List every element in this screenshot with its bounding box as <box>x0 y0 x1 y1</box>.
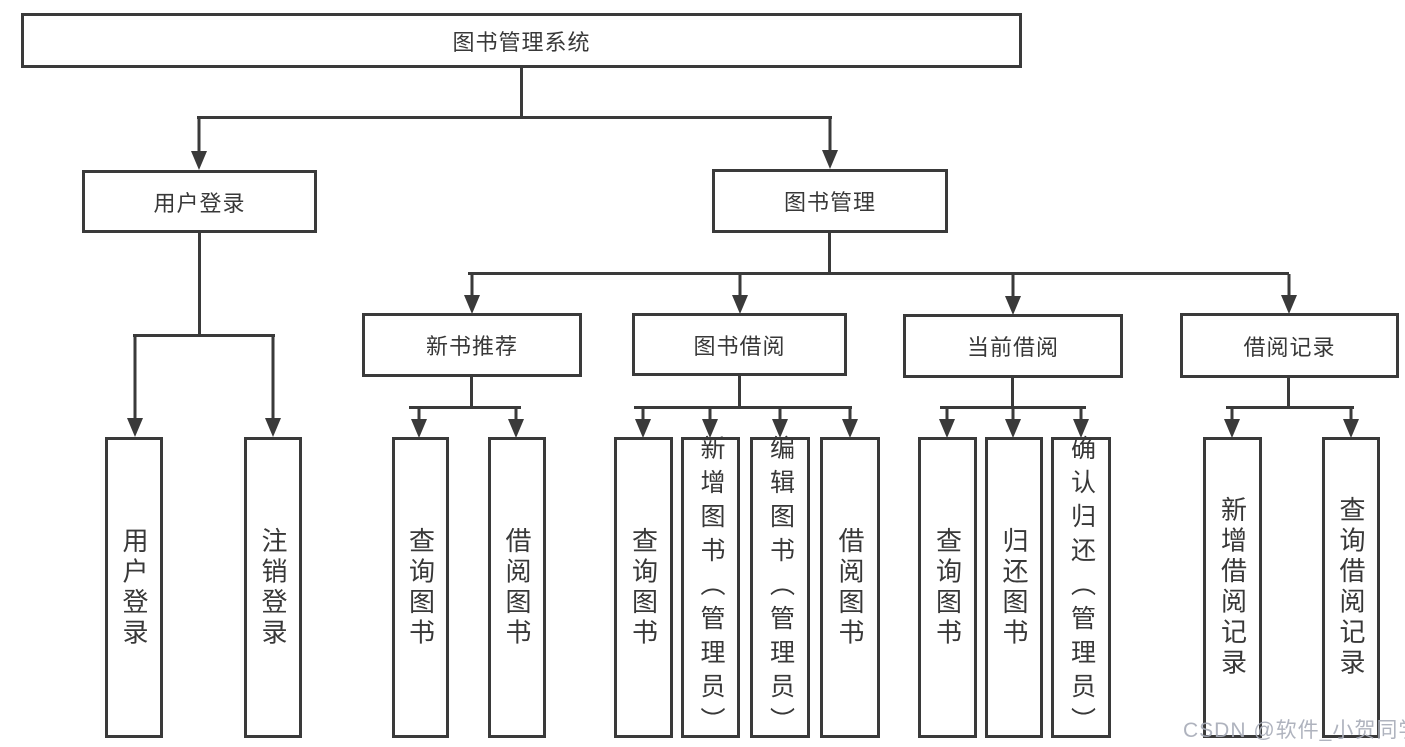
node-borrow-records-label: 借阅记录 <box>1243 334 1336 360</box>
node-book-borrow-label: 图书借阅 <box>693 333 786 359</box>
arrow-to-borrow-records <box>1280 274 1298 314</box>
leaf-user-login-label: 用户登录 <box>119 526 149 649</box>
connector-book-management-stem <box>828 232 831 274</box>
node-library-system-label: 图书管理系统 <box>452 29 591 55</box>
leaf-query-books-current: 查询图书 <box>918 437 977 738</box>
leaf-query-books-borrow: 查询图书 <box>614 437 673 738</box>
connector-user-login-stem <box>198 232 201 336</box>
connector-book-management-hline <box>468 272 1289 275</box>
arrow-to-leaf-query-borrow-record <box>1342 408 1360 438</box>
arrow-to-book-management <box>821 118 839 169</box>
node-user-login: 用户登录 <box>82 170 317 233</box>
leaf-logout-label: 注销登录 <box>258 526 288 649</box>
leaf-query-borrow-record-label: 查询借阅记录 <box>1336 496 1366 679</box>
connector-new-book-recommend-stem <box>470 376 473 409</box>
leaf-logout: 注销登录 <box>244 437 302 738</box>
leaf-borrow-books-recommend-label: 借阅图书 <box>502 526 532 649</box>
node-user-login-label: 用户登录 <box>153 190 246 216</box>
leaf-user-login: 用户登录 <box>105 437 163 738</box>
connector-new-book-recommend-hline <box>409 406 521 409</box>
connector-book-borrow-stem <box>738 375 741 409</box>
watermark: CSDN @软件_小贺同学 <box>1183 719 1405 742</box>
arrow-to-user-login <box>190 118 208 170</box>
connector-root-stem <box>520 66 523 119</box>
leaf-query-books-recommend-label: 查询图书 <box>405 526 436 649</box>
leaf-borrow-books-label: 借阅图书 <box>835 526 865 649</box>
arrow-to-leaf-return-books <box>1004 408 1022 438</box>
arrow-to-book-borrow <box>731 274 749 314</box>
node-book-management: 图书管理 <box>712 169 948 233</box>
node-library-system: 图书管理系统 <box>21 13 1022 68</box>
leaf-add-borrow-record-label: 新增借阅记录 <box>1217 496 1248 679</box>
leaf-confirm-return-admin: 确认归还（管理员） <box>1051 434 1111 741</box>
arrow-to-leaf-query-books-borrow <box>634 408 652 438</box>
node-book-management-label: 图书管理 <box>783 190 876 215</box>
leaf-query-books-current-label: 查询图书 <box>932 526 963 649</box>
arrow-to-leaf-confirm-return-admin <box>1072 408 1090 438</box>
arrow-to-leaf-borrow-books-recommend <box>507 408 525 438</box>
arrow-to-leaf-logout <box>264 336 282 437</box>
node-book-borrow: 图书借阅 <box>632 313 847 376</box>
leaf-query-books-recommend: 查询图书 <box>392 437 449 738</box>
arrow-to-leaf-user-login <box>126 336 144 437</box>
node-new-book-recommend-label: 新书推荐 <box>425 334 518 359</box>
node-new-book-recommend: 新书推荐 <box>362 313 582 377</box>
arrow-to-leaf-query-books-recommend <box>410 408 428 438</box>
leaf-add-books-admin-label: 新增图书（管理员） <box>697 434 725 741</box>
node-current-borrow-label: 当前借阅 <box>966 335 1059 360</box>
arrow-to-new-book-recommend <box>463 274 481 314</box>
leaf-confirm-return-admin-label: 确认归还（管理员） <box>1067 434 1096 741</box>
connector-user-login-hline <box>133 334 275 337</box>
connector-current-borrow-stem <box>1011 377 1014 409</box>
connector-borrow-records-stem <box>1287 377 1290 409</box>
leaf-query-books-borrow-label: 查询图书 <box>628 526 659 649</box>
arrow-to-leaf-borrow-books <box>841 408 859 438</box>
leaf-query-borrow-record: 查询借阅记录 <box>1322 437 1380 738</box>
arrow-to-leaf-query-books-current <box>938 408 956 438</box>
node-current-borrow: 当前借阅 <box>903 314 1123 378</box>
connector-borrow-records-hline <box>1226 406 1354 409</box>
arrow-to-current-borrow <box>1004 274 1022 315</box>
connector-book-borrow-hline <box>634 406 852 409</box>
leaf-return-books: 归还图书 <box>985 437 1043 738</box>
node-borrow-records: 借阅记录 <box>1180 313 1399 378</box>
arrow-to-leaf-add-borrow-record <box>1223 408 1241 438</box>
leaf-add-borrow-record: 新增借阅记录 <box>1203 437 1262 738</box>
arrow-to-leaf-add-books-admin <box>701 408 719 438</box>
leaf-borrow-books-recommend: 借阅图书 <box>488 437 546 738</box>
leaf-borrow-books: 借阅图书 <box>820 437 880 738</box>
arrow-to-leaf-edit-books-admin <box>771 408 789 438</box>
leaf-edit-books-admin-label: 编辑图书（管理员） <box>766 434 795 741</box>
leaf-return-books-label: 归还图书 <box>999 526 1029 649</box>
leaf-add-books-admin: 新增图书（管理员） <box>681 434 740 741</box>
leaf-edit-books-admin: 编辑图书（管理员） <box>750 434 810 741</box>
connector-root-hline <box>197 116 832 119</box>
